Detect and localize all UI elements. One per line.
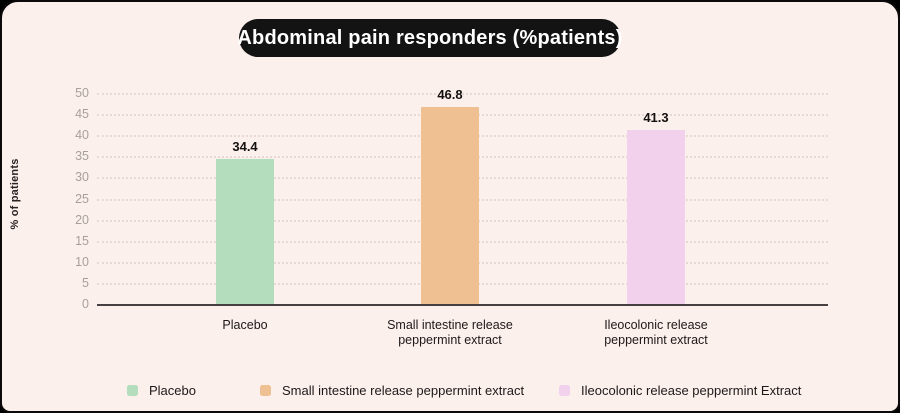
bar-value-label-2: 46.8 [437,86,463,102]
y-tick-label-25: 25 [75,191,89,206]
y-tick-label-30: 30 [75,170,89,185]
chart-title-pill: Abdominal pain responders (%patients) [237,19,623,57]
legend-item-1: Placebo [127,381,196,399]
legend-item-3: Ileocolonic release peppermint Extract [559,381,801,399]
y-tick-label-10: 10 [75,254,89,269]
y-tick-label-35: 35 [75,149,89,164]
bar-1 [216,158,275,304]
gridline-50 [97,93,828,95]
y-tick-label-40: 40 [75,128,89,143]
legend-label: Small intestine release peppermint extra… [282,382,525,398]
legend: Placebo Small intestine release peppermin… [2,381,898,399]
legend-swatch-icon [559,384,570,396]
y-tick-label-50: 50 [75,86,89,100]
y-tick-label-0: 0 [82,297,89,311]
legend-swatch-icon [260,384,271,396]
y-axis-title: % of patients [9,158,21,230]
chart-title: Abdominal pain responders (%patients) [237,26,623,49]
legend-item-2: Small intestine release peppermint extra… [260,381,524,399]
bar-2 [420,106,479,304]
bar-3 [626,129,685,304]
y-tick-label-15: 15 [75,233,89,248]
legend-label: Placebo [149,382,196,398]
x-category-label-1: Placebo [222,318,268,332]
bar-value-label-1: 34.4 [232,138,258,154]
y-tick-label-20: 20 [75,212,89,227]
y-tick-label-45: 45 [75,107,89,122]
legend-label: Ileocolonic release peppermint Extract [581,382,802,398]
y-tick-label-5: 5 [82,275,89,290]
legend-swatch-icon [127,384,138,396]
plot-area: 0 5 10 15 20 25 30 35 40 45 50 34.4 46.8 41.3 Placeb… [75,86,828,347]
bar-value-label-3: 41.3 [643,109,669,125]
